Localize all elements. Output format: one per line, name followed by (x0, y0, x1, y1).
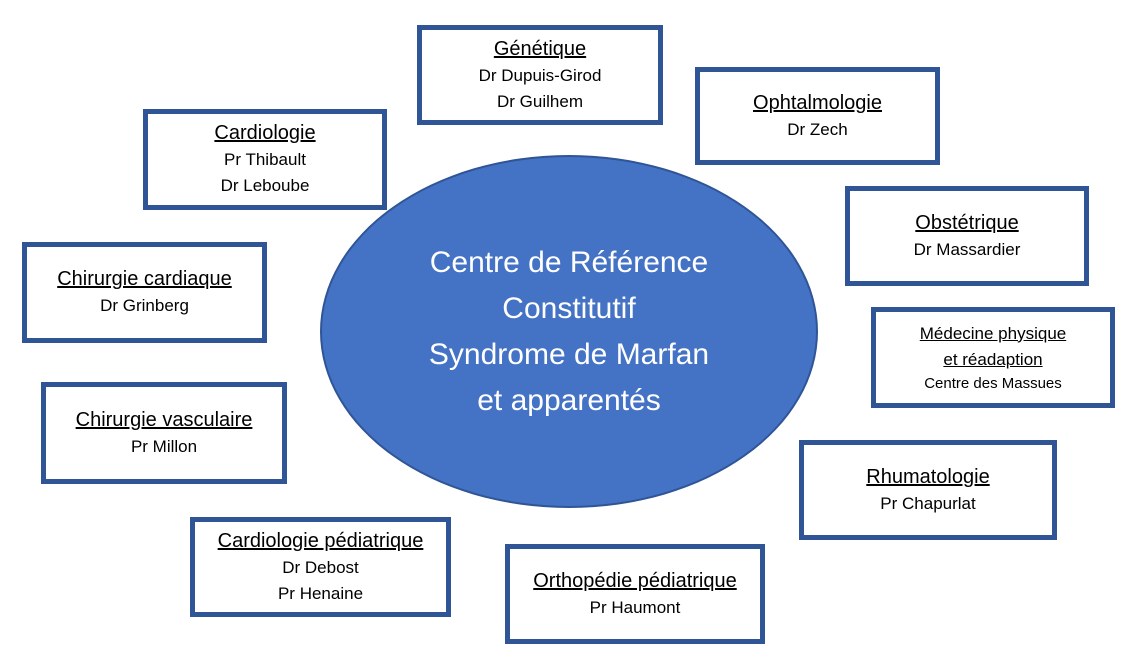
box-name: Pr Chapurlat (880, 493, 976, 513)
box-name: Centre des Massues (924, 374, 1062, 392)
box-obstetrique: Obstétrique Dr Massardier (845, 186, 1089, 286)
center-line: Syndrome de Marfan (428, 337, 710, 371)
box-rhumatologie: Rhumatologie Pr Chapurlat (799, 440, 1057, 540)
box-title: Génétique (493, 37, 587, 60)
box-name: Dr Guilhem (497, 91, 583, 111)
box-cardiologie: Cardiologie Pr Thibault Dr Leboube (143, 109, 387, 210)
box-name: Dr Grinberg (100, 296, 189, 315)
center-ellipse: Centre de Référence Constitutif Syndrome… (320, 155, 818, 508)
box-name: Dr Debost (282, 557, 359, 577)
box-name: Dr Zech (787, 119, 848, 139)
box-name: Dr Leboube (220, 176, 310, 195)
box-name: Dr Massardier (913, 239, 1021, 259)
box-title: Médecine physique (919, 323, 1067, 343)
box-name: Pr Haumont (589, 597, 681, 617)
box-title: Chirurgie vasculaire (75, 408, 253, 431)
box-title: et réadaption (943, 349, 1043, 369)
box-name: Dr Dupuis-Girod (478, 65, 602, 85)
center-line: et apparentés (477, 383, 661, 417)
center-line: Constitutif (502, 291, 636, 325)
box-title: Ophtalmologie (753, 91, 882, 114)
center-line: Centre de Référence (429, 245, 709, 279)
box-title: Cardiologie (214, 122, 316, 144)
box-title: Orthopédie pédiatrique (533, 569, 737, 592)
box-title: Cardiologie pédiatrique (217, 529, 424, 552)
box-cardiologie-pediatrique: Cardiologie pédiatrique Dr Debost Pr Hen… (190, 517, 451, 617)
box-medecine-physique: Médecine physique et réadaption Centre d… (871, 307, 1115, 408)
box-title: Chirurgie cardiaque (57, 268, 232, 290)
box-title: Rhumatologie (866, 465, 990, 488)
box-name: Pr Henaine (277, 583, 364, 603)
box-genetique: Génétique Dr Dupuis-Girod Dr Guilhem (417, 25, 663, 125)
box-ophtalmologie: Ophtalmologie Dr Zech (695, 67, 940, 165)
box-chirurgie-vasculaire: Chirurgie vasculaire Pr Millon (41, 382, 287, 484)
box-title: Obstétrique (915, 211, 1019, 234)
box-orthopedie-pediatrique: Orthopédie pédiatrique Pr Haumont (505, 544, 765, 644)
box-name: Pr Thibault (224, 150, 306, 169)
box-chirurgie-cardiaque: Chirurgie cardiaque Dr Grinberg (22, 242, 267, 343)
box-name: Pr Millon (130, 436, 198, 456)
